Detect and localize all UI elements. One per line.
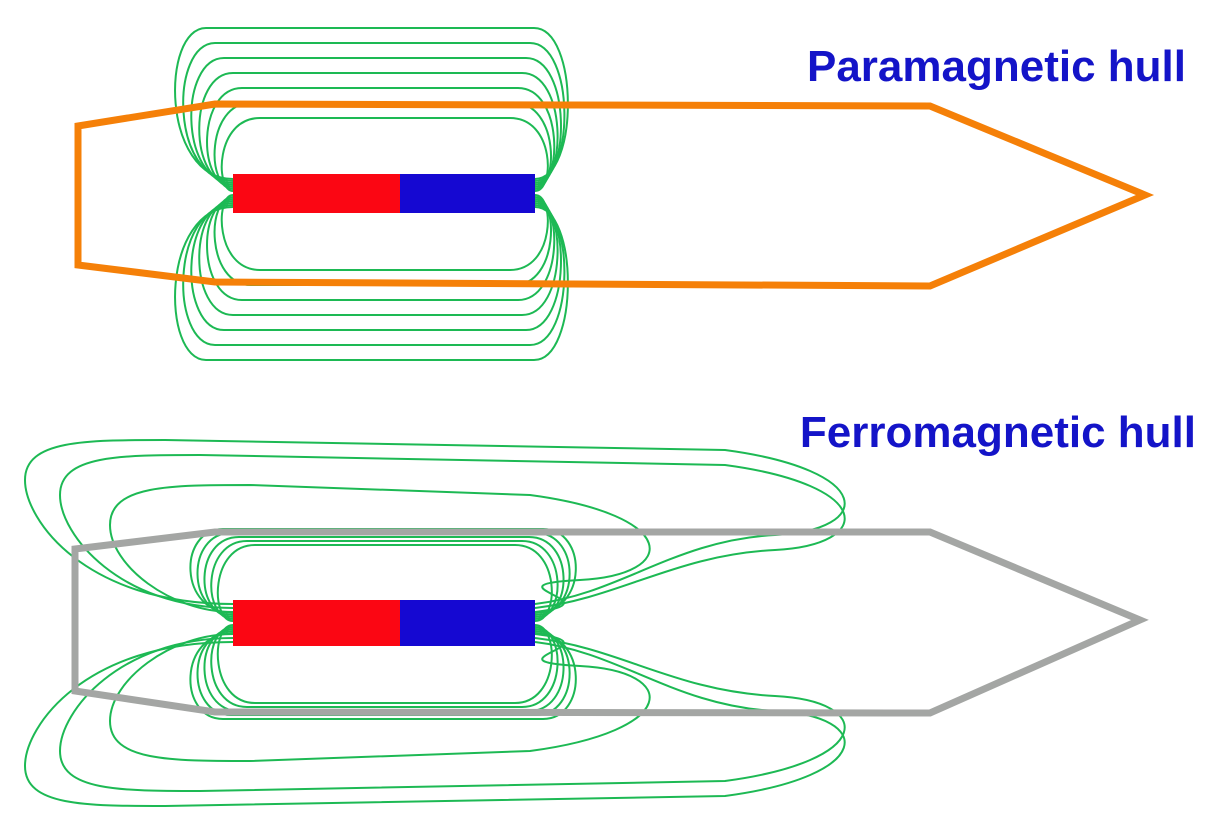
field-line: [182, 204, 566, 346]
field-line: [203, 536, 565, 618]
field-line: [23, 438, 846, 605]
magnet-north-pole: [233, 174, 400, 213]
field-lines-paramagnetic: [174, 27, 569, 361]
ferromagnetic-hull: [71, 528, 1149, 717]
field-line: [190, 202, 562, 331]
field-line: [23, 641, 846, 808]
magnet-south-pole: [400, 600, 535, 646]
field-line: [198, 72, 559, 186]
field-line: [189, 632, 577, 720]
field-line: [220, 117, 549, 192]
field-line: [182, 42, 566, 182]
ferromagnetic-title: Ferromagnetic hull: [799, 408, 1196, 457]
paramagnetic-hull: [74, 100, 1155, 290]
field-line: [190, 57, 562, 184]
field-line: [174, 27, 569, 180]
field-line: [198, 200, 559, 316]
field-line: [58, 637, 846, 793]
field-line: [206, 198, 556, 301]
field-line: [220, 194, 549, 271]
field-line: [206, 87, 556, 188]
magnet-north-pole: [233, 600, 400, 646]
field-lines-ferromagnetic: [23, 438, 846, 808]
paramagnetic-title: Paramagnetic hull: [806, 42, 1186, 91]
field-line: [108, 483, 651, 613]
field-line: [216, 544, 553, 622]
field-line: [58, 453, 846, 609]
field-line: [210, 626, 559, 708]
magnet-south-pole: [400, 174, 535, 213]
field-line: [174, 206, 569, 361]
